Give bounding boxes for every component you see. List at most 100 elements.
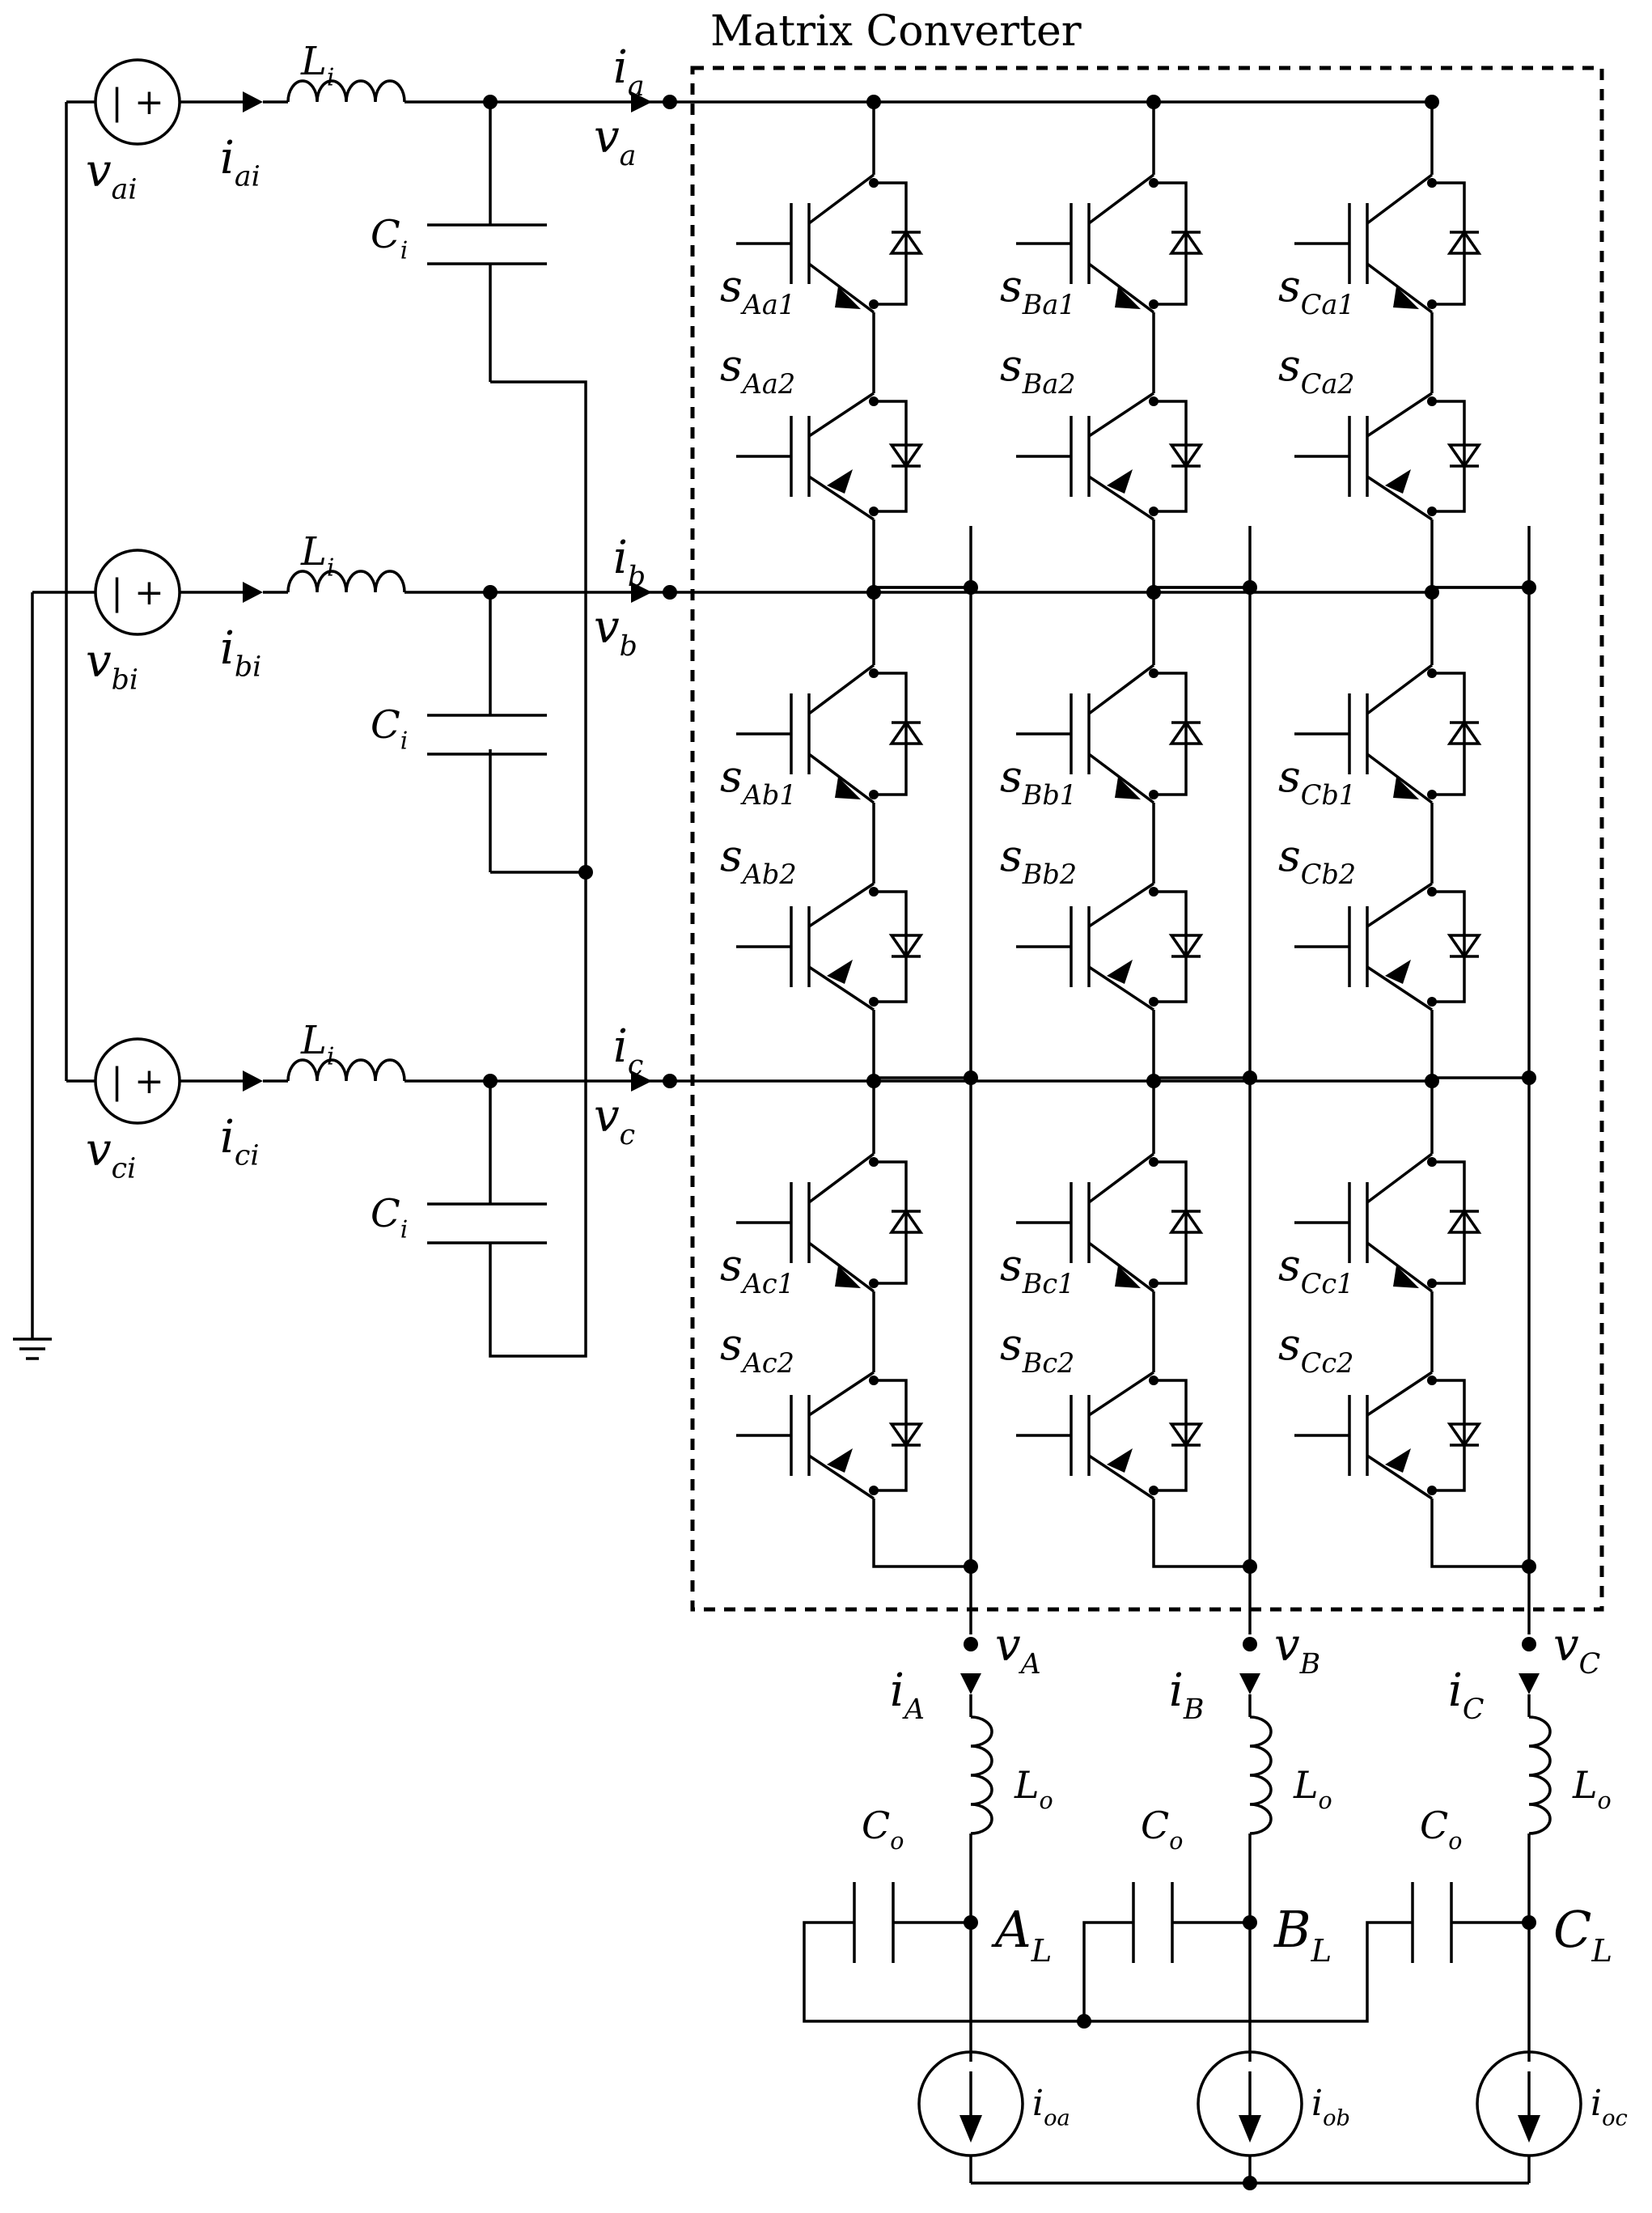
switch-label-Bb2: sBb2	[1000, 830, 1077, 890]
emitter-arrow	[835, 286, 861, 309]
load-current-source-2	[1197, 2050, 1303, 2157]
phase-voltage-label-3: vc	[594, 1090, 635, 1151]
switch-Ba1	[1016, 142, 1204, 345]
diode-triangle	[1447, 934, 1482, 960]
phase-voltage-label-3-main: v	[594, 1090, 620, 1143]
output-voltage-label-3-sub: C	[1579, 1648, 1601, 1681]
load-current-source-1	[917, 2050, 1024, 2157]
load-current-label-2-main: i	[1311, 2083, 1323, 2124]
output-current-label-2-main: i	[1169, 1664, 1184, 1717]
source-voltage-label-3-main: v	[86, 1124, 112, 1176]
diode-branch	[1154, 1160, 1188, 1285]
phase-current-label-3-main: i	[613, 1020, 628, 1073]
output-node-label-3-main: C	[1553, 1900, 1591, 1959]
switch-label-Ba1: sBa1	[1000, 261, 1076, 320]
switch-label-Cc1-main: s	[1278, 1240, 1301, 1291]
switch-label-Ab1-sub: Ab1	[740, 779, 797, 811]
switch-Ac2	[736, 1340, 924, 1531]
switch-label-Ac2-sub: Ac2	[740, 1347, 794, 1379]
switch-Cc2	[1294, 1340, 1482, 1531]
load-node	[964, 1915, 978, 1930]
diode-triangle	[888, 443, 924, 469]
diode-triangle	[1447, 1208, 1482, 1234]
switch-Ca2	[1294, 361, 1482, 552]
output-capacitor-label-2: Co	[1141, 1804, 1183, 1855]
switch-Bc2	[1016, 1340, 1204, 1531]
diode-branch	[874, 890, 908, 1003]
switch-label-Cb2-main: s	[1278, 830, 1301, 881]
diode-branch	[1154, 181, 1188, 306]
input-capacitor-label-3-sub: i	[400, 1215, 409, 1244]
switch-label-Cc1-sub: Cc1	[1301, 1268, 1354, 1299]
input-capacitor-label-2: Ci	[371, 702, 408, 755]
current-source-arrow	[1239, 2115, 1261, 2143]
input-capacitor-label-1: Ci	[371, 212, 408, 265]
switch-Ab2	[736, 851, 924, 1042]
diode-triangle	[1447, 443, 1482, 469]
diode-node	[1149, 790, 1159, 799]
igbt-collector	[807, 663, 875, 715]
switch-label-Bb2-sub: Bb2	[1022, 858, 1077, 890]
switch-Cc1	[1294, 1121, 1482, 1324]
igbt-collector	[1087, 173, 1155, 225]
switch-junction	[1146, 1074, 1161, 1088]
switch-label-Cb2-sub: Cb2	[1301, 858, 1356, 890]
igbt-collector	[1366, 1152, 1434, 1204]
switch-label-Bb2-main: s	[1000, 830, 1023, 881]
switch-label-Cc1: sCc1	[1278, 1240, 1353, 1299]
diode-node	[1427, 178, 1437, 188]
output-node-label-3: CL	[1553, 1900, 1612, 1969]
converter-title: Matrix Converter	[710, 7, 1082, 56]
diode-node	[1149, 178, 1159, 188]
diode-node	[1427, 1486, 1437, 1495]
output-junction	[964, 1559, 978, 1574]
switch-label-Ba2-main: s	[1000, 340, 1023, 391]
switch-label-Cb1: sCb1	[1278, 751, 1356, 811]
switch-label-Bc1-sub: Bc1	[1022, 1268, 1075, 1299]
output-node-label-2: BL	[1273, 1900, 1332, 1969]
source-polarity-2: | +	[111, 572, 164, 613]
switch-Ba2	[1016, 361, 1204, 552]
diode-triangle	[1168, 719, 1204, 745]
output-node-label-1-sub: L	[1031, 1933, 1053, 1969]
emitter-arrow	[1393, 286, 1419, 309]
diode-branch	[1154, 1379, 1188, 1492]
switch-to-output	[1430, 552, 1529, 589]
output-node-label-1: AL	[991, 1900, 1052, 1969]
voltage-source-1	[94, 58, 181, 146]
load-current-label-3-sub: oc	[1602, 2105, 1628, 2130]
switch-label-Bb1: sBb1	[1000, 751, 1077, 811]
output-voltage-label-2: vB	[1274, 1619, 1320, 1681]
switch-label-Cb2: sCb2	[1278, 830, 1356, 890]
switch-Bb2	[1016, 851, 1204, 1042]
diode-node	[1149, 299, 1159, 309]
igbt-emitter	[1088, 965, 1154, 1011]
emitter-arrow	[827, 469, 853, 494]
diode-node	[1149, 1486, 1159, 1495]
diode-node	[1149, 997, 1159, 1007]
input-capacitor-label-1-sub: i	[400, 236, 409, 265]
output-node-label-3-sub: L	[1591, 1933, 1612, 1969]
source-current-label-1-sub: ai	[235, 161, 261, 193]
capacitor-star-bus	[489, 380, 587, 1358]
switch-label-Ac1-sub: Ac1	[740, 1268, 794, 1299]
output-current-label-1-sub: A	[902, 1694, 925, 1726]
phase-current-arrow	[631, 91, 652, 112]
emitter-arrow	[1385, 1448, 1411, 1473]
switch-Bc1	[1016, 1121, 1204, 1324]
current-arrow	[243, 1070, 263, 1092]
input-inductor-1	[286, 79, 406, 103]
output-current-label-2-sub: B	[1183, 1694, 1205, 1726]
output-junction	[1522, 1559, 1536, 1574]
switch-label-Bb1-sub: Bb1	[1022, 779, 1077, 811]
emitter-arrow	[1385, 469, 1411, 494]
switch-Ac1	[736, 1121, 924, 1324]
diode-node	[869, 1278, 879, 1288]
igbt-emitter	[808, 475, 875, 521]
phase-current-label-3-sub: c	[628, 1049, 643, 1082]
switch-Aa2	[736, 361, 924, 552]
output-capacitor-label-2-main: C	[1141, 1804, 1169, 1847]
diode-branch	[1432, 890, 1466, 1003]
switch-label-Aa2-main: s	[720, 340, 743, 391]
current-arrow	[243, 582, 263, 603]
